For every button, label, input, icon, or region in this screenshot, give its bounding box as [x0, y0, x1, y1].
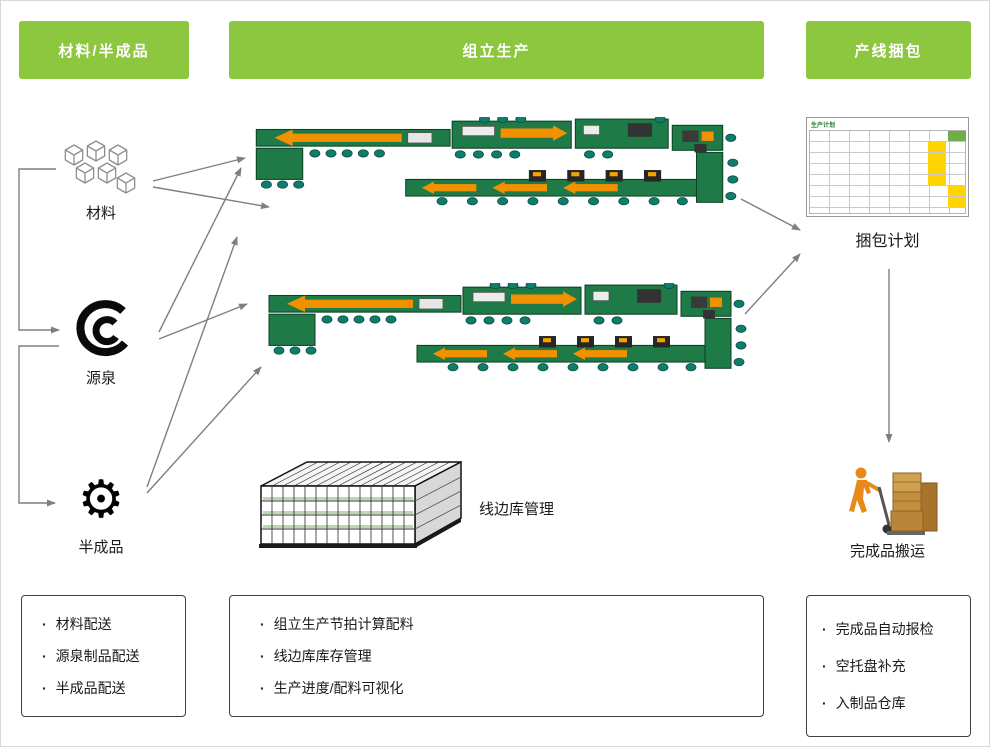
- list-item: · 生产进度/配料可视化: [260, 678, 749, 698]
- list-item-label: 生产进度/配料可视化: [273, 680, 404, 696]
- header-packing-label: 产线捆包: [854, 42, 923, 60]
- label-semifinished: 半成品: [78, 539, 124, 556]
- list-item: · 组立生产节拍计算配料: [260, 614, 749, 634]
- list-item: · 入制品仓库: [822, 693, 956, 713]
- bullet-icon: ·: [42, 616, 47, 632]
- label-materials: 材料: [85, 205, 116, 222]
- list-item: · 材料配送: [42, 614, 171, 634]
- assembly-line-top: [255, 117, 739, 206]
- list-item-label: 完成品自动报检: [835, 621, 934, 637]
- gear-icon: ⚙: [77, 471, 125, 529]
- packing-plan-table-title: 生产计划: [811, 123, 836, 129]
- bullet-icon: ·: [822, 621, 827, 637]
- table-cell-green: [948, 131, 966, 141]
- header-materials-label: 材料/半成品: [58, 42, 150, 60]
- list-item: · 完成品自动报检: [822, 619, 956, 639]
- cube-cluster-icon: [64, 140, 136, 194]
- packing-plan-table: 生产计划: [806, 117, 969, 217]
- table-cell-yellow: [928, 142, 946, 152]
- bullet-icon: ·: [260, 680, 265, 696]
- label-packing-plan: 捆包计划: [855, 233, 920, 250]
- assembly-line-bottom: [268, 283, 747, 372]
- coil-icon: [76, 300, 129, 357]
- worker-with-boxes-icon: [849, 467, 938, 535]
- bullet-icon: ·: [260, 648, 265, 664]
- list-item: · 线边库库存管理: [260, 646, 749, 666]
- header-packing: 产线捆包: [806, 21, 971, 79]
- header-materials: 材料/半成品: [19, 21, 189, 79]
- bullet-icon: ·: [822, 695, 827, 711]
- header-assembly-label: 组立生产: [462, 42, 531, 60]
- table-cell-yellow: [928, 175, 946, 185]
- label-line-side-warehouse: 线边库管理: [479, 501, 555, 518]
- label-finished-goods: 完成品搬运: [849, 543, 925, 560]
- list-item: · 源泉制品配送: [42, 646, 171, 666]
- table-cell-yellow: [928, 153, 946, 163]
- bullet-icon: ·: [42, 680, 47, 696]
- list-item-label: 材料配送: [55, 616, 112, 632]
- list-item-label: 组立生产节拍计算配料: [273, 616, 414, 632]
- list-item: · 半成品配送: [42, 678, 171, 698]
- list-item-label: 线边库库存管理: [273, 648, 372, 664]
- bullet-icon: ·: [42, 648, 47, 664]
- label-source: 源泉: [85, 370, 116, 387]
- table-cell-yellow: [928, 164, 946, 174]
- list-item-label: 源泉制品配送: [55, 648, 140, 664]
- box-assembly-tasks: · 组立生产节拍计算配料 · 线边库库存管理 · 生产进度/配料可视化: [229, 595, 764, 717]
- list-item-label: 半成品配送: [55, 680, 126, 696]
- warehouse-rack-icon: [259, 460, 462, 548]
- list-item-label: 入制品仓库: [835, 695, 906, 711]
- box-packing-tasks: · 完成品自动报检 · 空托盘补充 · 入制品仓库: [806, 595, 971, 737]
- list-item-label: 空托盘补充: [835, 658, 906, 674]
- table-cell-yellow: [948, 197, 966, 207]
- bullet-icon: ·: [822, 658, 827, 674]
- list-item: · 空托盘补充: [822, 656, 956, 676]
- box-materials-tasks: · 材料配送 · 源泉制品配送 · 半成品配送: [21, 595, 186, 717]
- bullet-icon: ·: [260, 616, 265, 632]
- table-cell-yellow: [948, 186, 966, 196]
- header-assembly: 组立生产: [229, 21, 764, 79]
